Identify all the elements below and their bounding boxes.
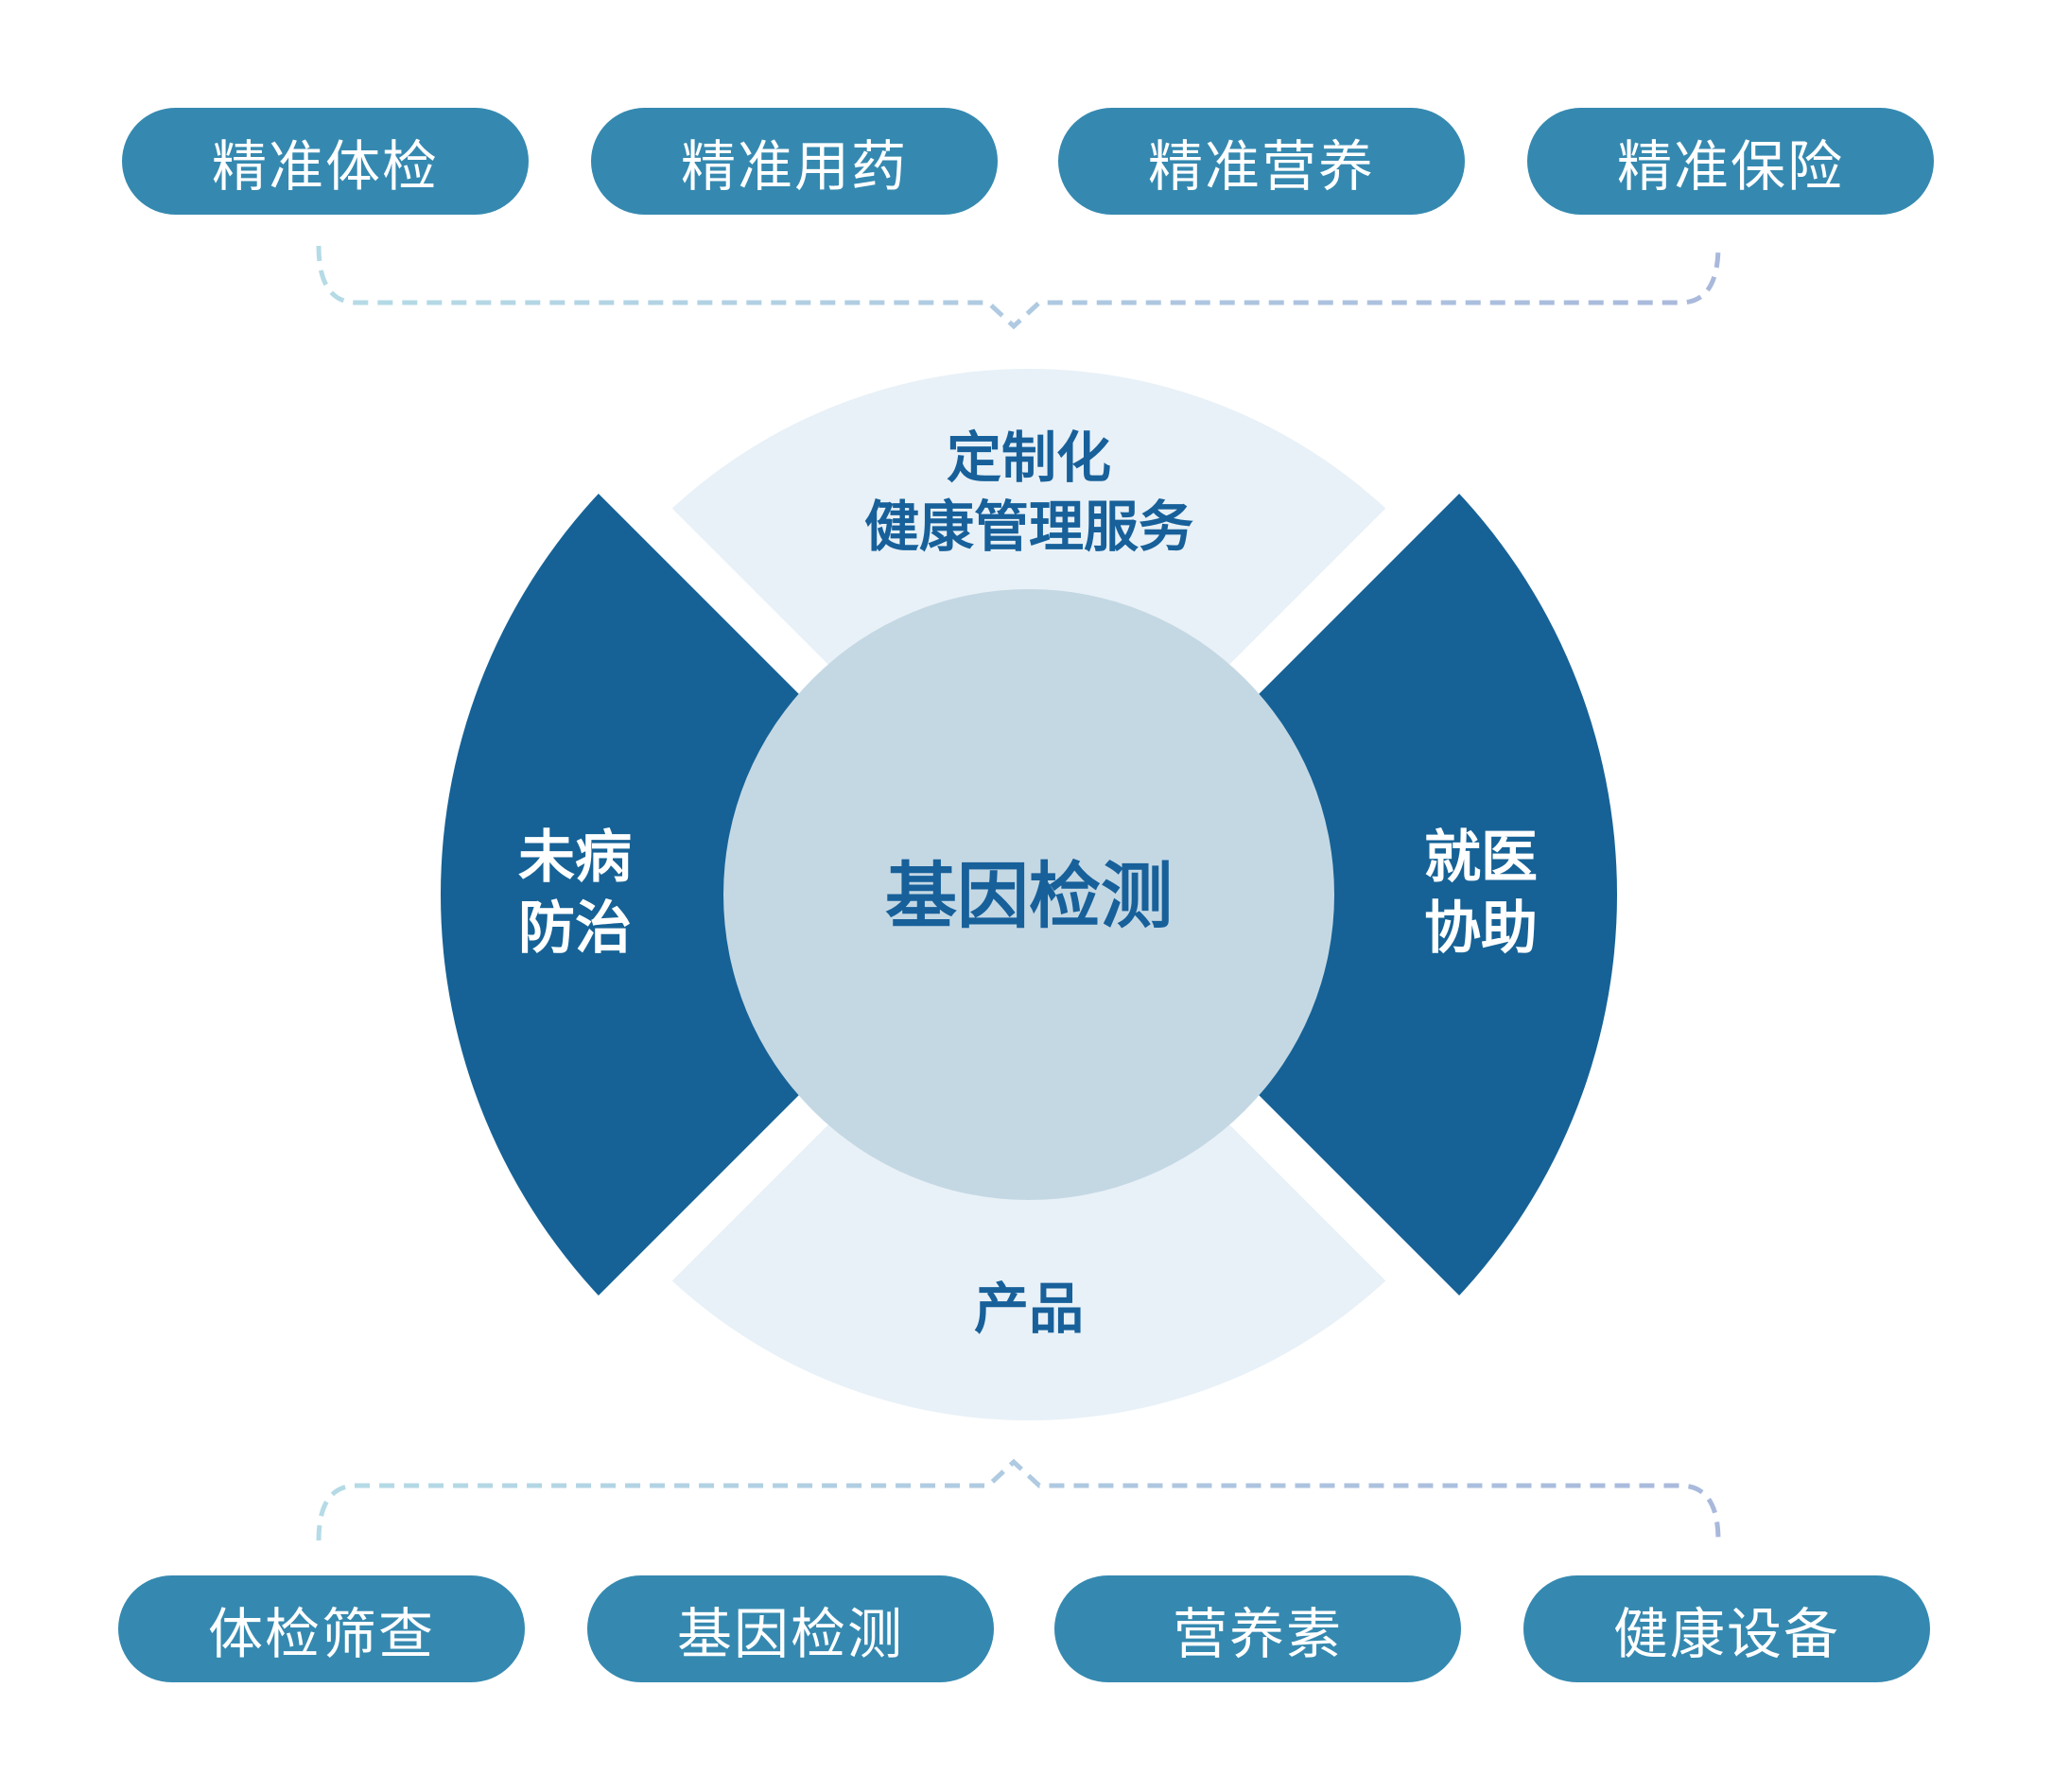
segment-top-line1: 定制化 xyxy=(946,426,1111,490)
product-pill[interactable]: 健康设备 xyxy=(1523,1575,1930,1682)
product-pill[interactable]: 基因检测 xyxy=(587,1575,994,1682)
center-label: 基因检测 xyxy=(885,854,1173,938)
product-pill[interactable]: 体检筛查 xyxy=(118,1575,525,1682)
service-pill[interactable]: 精准体检 xyxy=(122,108,529,215)
segment-bottom-line1: 产品 xyxy=(973,1277,1084,1341)
segment-right-line2: 协助 xyxy=(1424,896,1538,962)
segment-left-line2: 防治 xyxy=(518,896,632,962)
segment-left-line1: 未病 xyxy=(518,825,632,891)
service-pill[interactable]: 精准用药 xyxy=(591,108,998,215)
top-bracket xyxy=(316,245,1721,330)
segment-left-label: 未病 防治 xyxy=(480,823,670,965)
segment-top-label: 定制化 健康管理服务 xyxy=(745,424,1313,561)
segment-bottom-label: 产品 xyxy=(840,1275,1218,1344)
segment-right-label: 就医 协助 xyxy=(1386,823,1575,965)
segment-right-line1: 就医 xyxy=(1424,825,1538,891)
service-pill[interactable]: 精准营养 xyxy=(1058,108,1465,215)
bottom-bracket xyxy=(316,1458,1721,1541)
core-circle xyxy=(723,589,1334,1200)
service-pill[interactable]: 精准保险 xyxy=(1527,108,1934,215)
product-pill[interactable]: 营养素 xyxy=(1054,1575,1461,1682)
segment-top-line2: 健康管理服务 xyxy=(863,494,1193,559)
